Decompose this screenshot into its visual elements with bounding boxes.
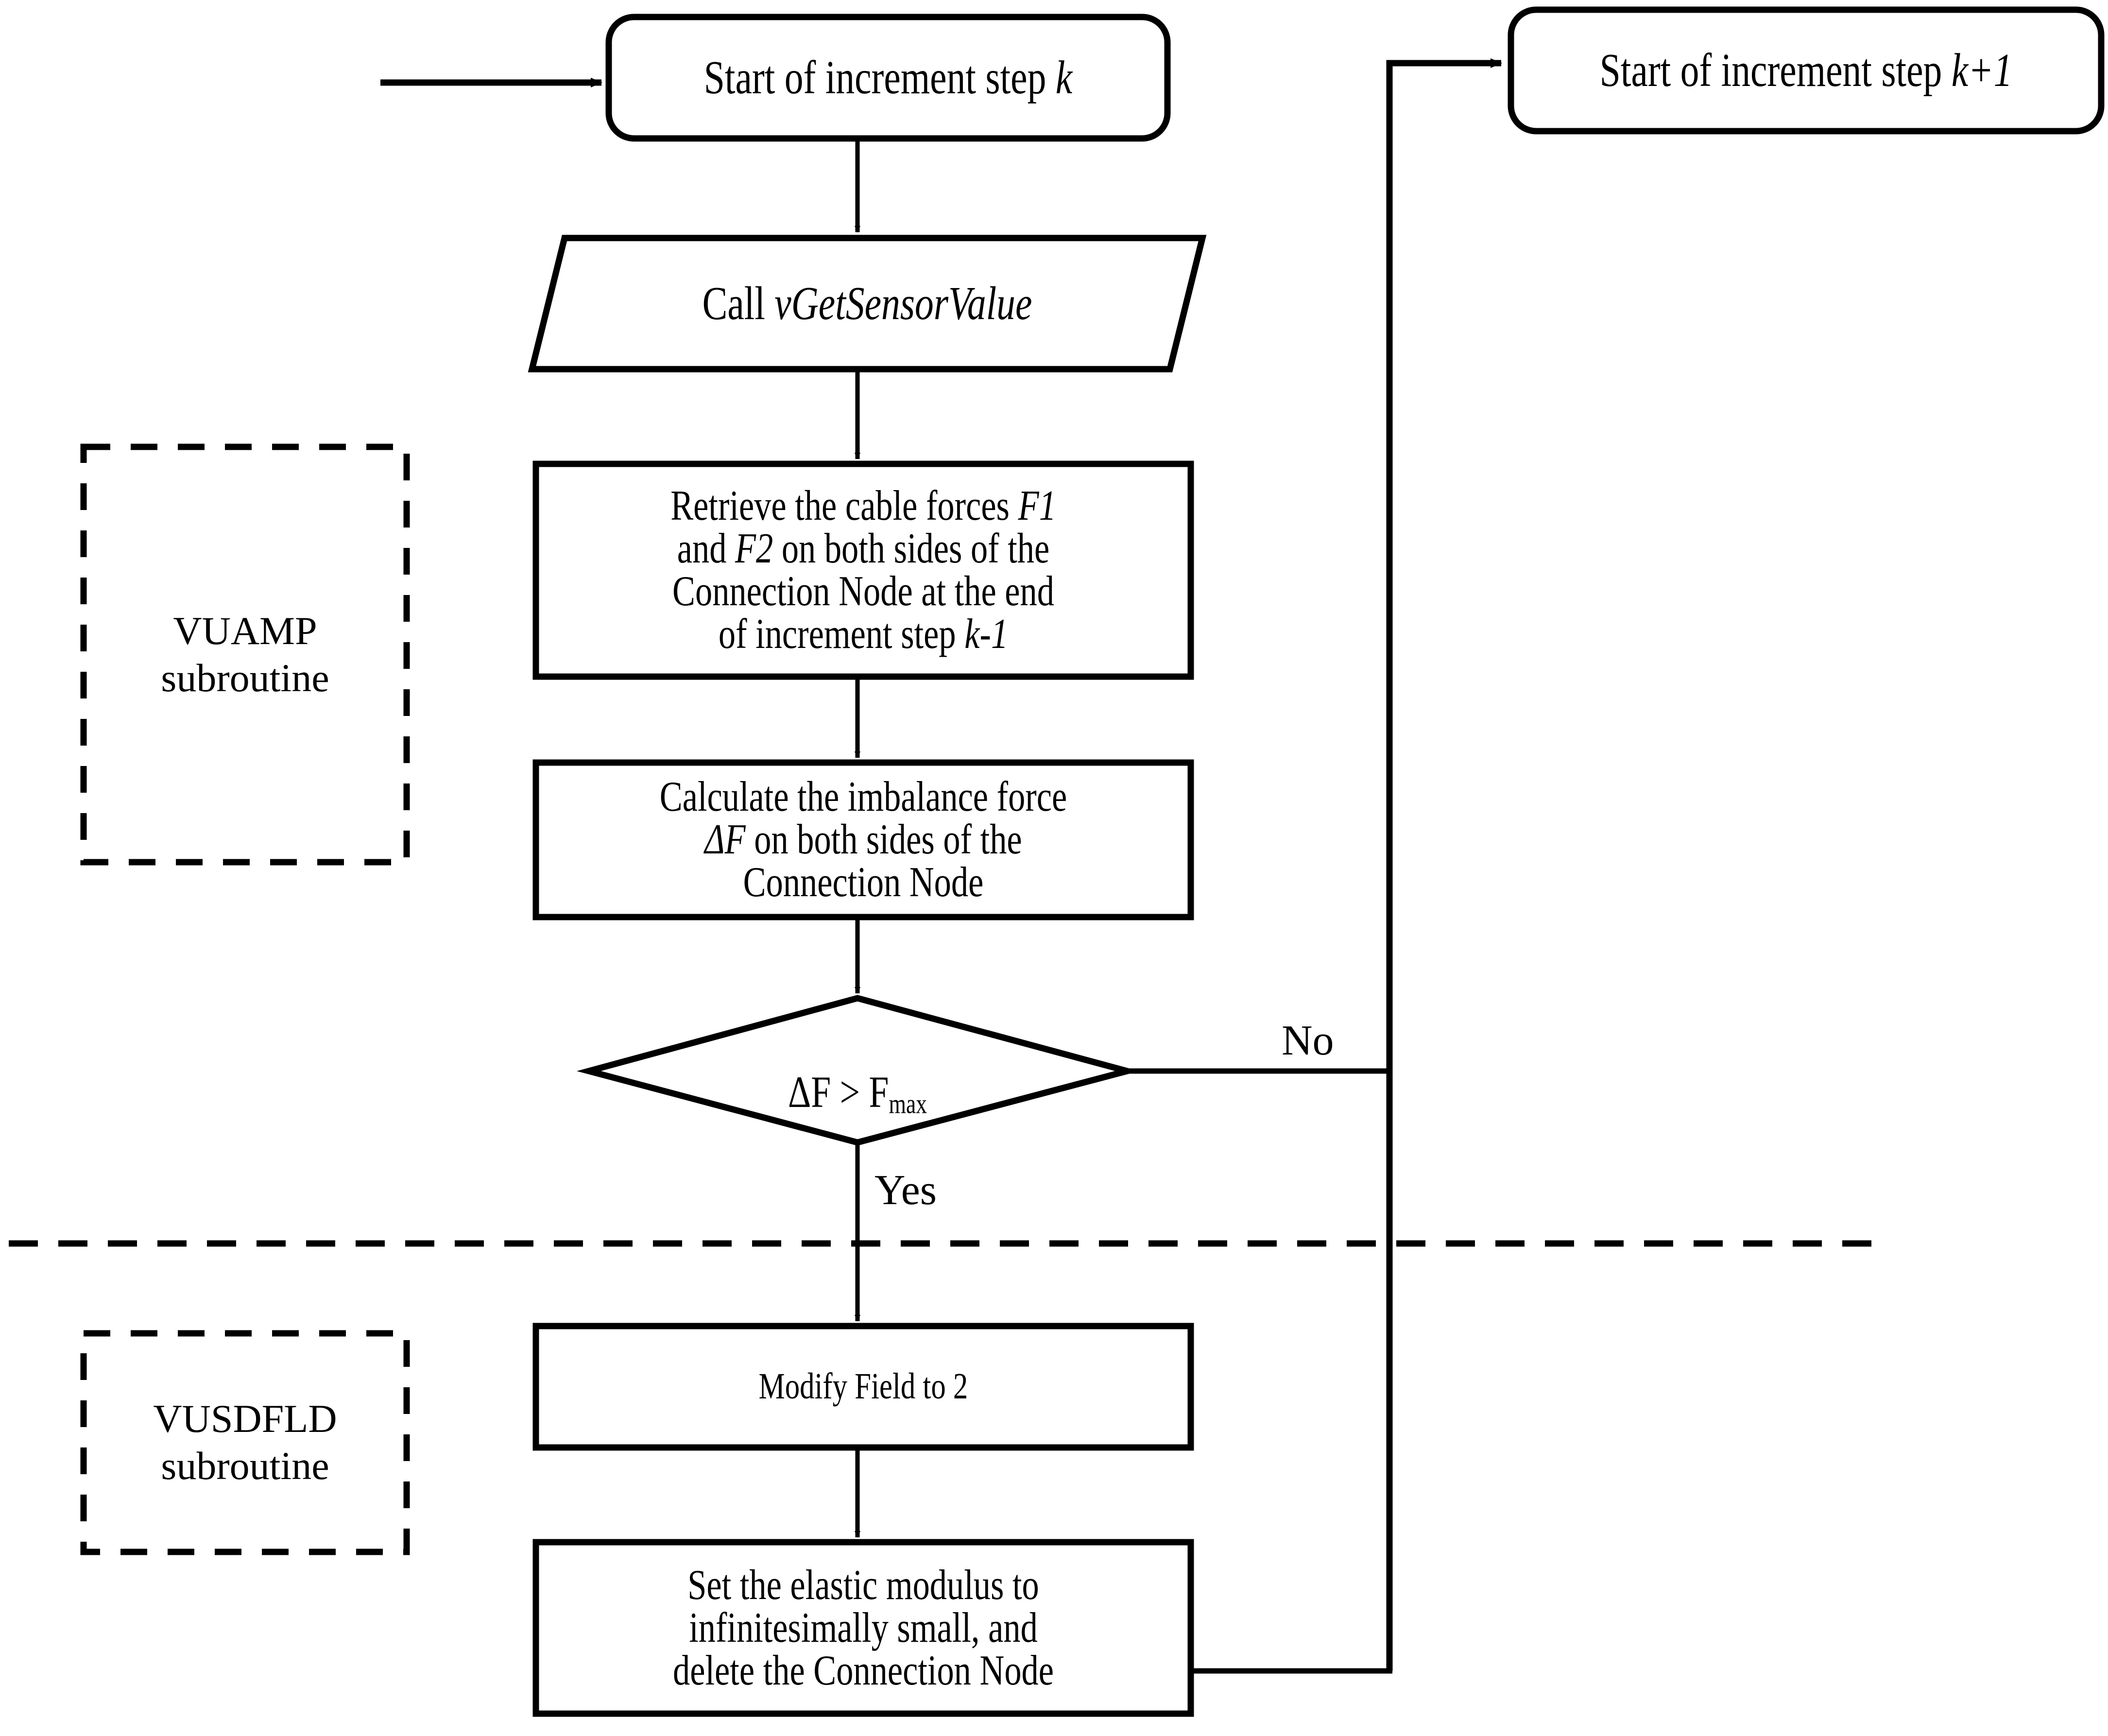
modify-field-shape bbox=[532, 1323, 1194, 1451]
edge-feedback-riser bbox=[1386, 58, 1502, 1671]
decision-shape bbox=[576, 995, 1140, 1146]
call-sensor-shape bbox=[528, 235, 1207, 373]
calc-imbalance-shape bbox=[532, 759, 1194, 920]
edge-label-yes: Yes bbox=[874, 1167, 937, 1214]
start-k1-shape bbox=[1508, 6, 2105, 135]
vuamp-group-box bbox=[80, 443, 410, 866]
start-k-shape bbox=[605, 14, 1171, 142]
edge-label-no: No bbox=[1282, 1017, 1334, 1064]
retrieve-forces-shape bbox=[532, 460, 1194, 680]
vusdfld-group-box bbox=[80, 1330, 410, 1555]
set-modulus-shape bbox=[532, 1539, 1194, 1717]
